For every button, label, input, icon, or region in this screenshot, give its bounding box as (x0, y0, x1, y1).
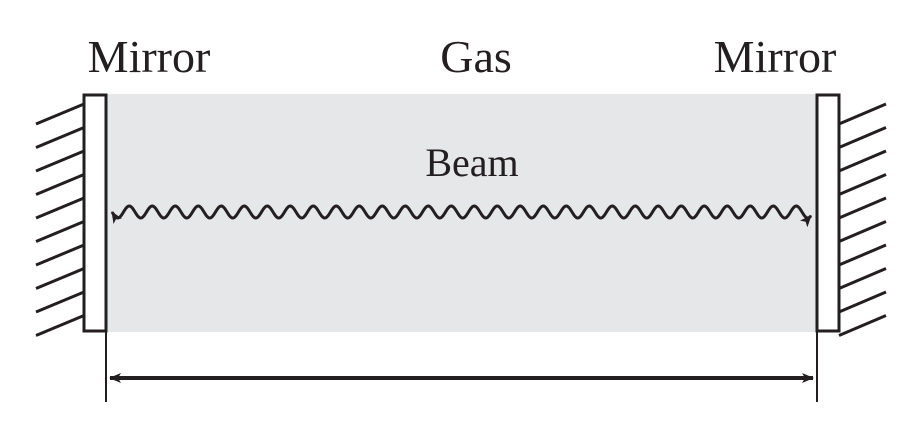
right-mirror-hatch-line (838, 126, 887, 149)
left-mirror-hatch-line (35, 196, 85, 220)
right-mirror-hatch-line (838, 243, 887, 267)
right-mirror-hatch-line (838, 314, 887, 337)
left-mirror-plate (82, 93, 108, 333)
beam-wave (110, 204, 813, 228)
right-mirror-hatch-line (838, 290, 887, 314)
left-mirror-label: Mirror (88, 31, 211, 82)
right-mirror-hatch-line (838, 173, 887, 196)
left-mirror-hatching (35, 102, 85, 337)
left-mirror (35, 93, 108, 337)
left-mirror-hatch-line (35, 102, 85, 126)
right-mirror-hatch-line (838, 149, 887, 173)
left-mirror-hatch-line (35, 149, 85, 173)
right-mirror-hatch-line (838, 102, 887, 126)
left-mirror-hatch-line (35, 267, 85, 290)
right-mirror-plate (815, 93, 841, 333)
right-mirror-hatch-line (838, 220, 887, 243)
right-mirror-hatch-line (838, 196, 887, 220)
left-mirror-hatch-line (35, 243, 85, 267)
gas-label: Gas (440, 31, 512, 82)
right-mirror (815, 93, 887, 337)
left-mirror-hatch-line (35, 173, 85, 196)
left-mirror-hatch-line (35, 220, 85, 243)
left-mirror-hatch-line (35, 290, 85, 314)
right-mirror-hatch-line (838, 267, 887, 290)
beam-label: Beam (425, 140, 518, 185)
right-mirror-label: Mirror (714, 31, 837, 82)
left-mirror-hatch-line (35, 126, 85, 149)
left-mirror-hatch-line (35, 314, 85, 337)
right-mirror-hatching (838, 102, 887, 337)
